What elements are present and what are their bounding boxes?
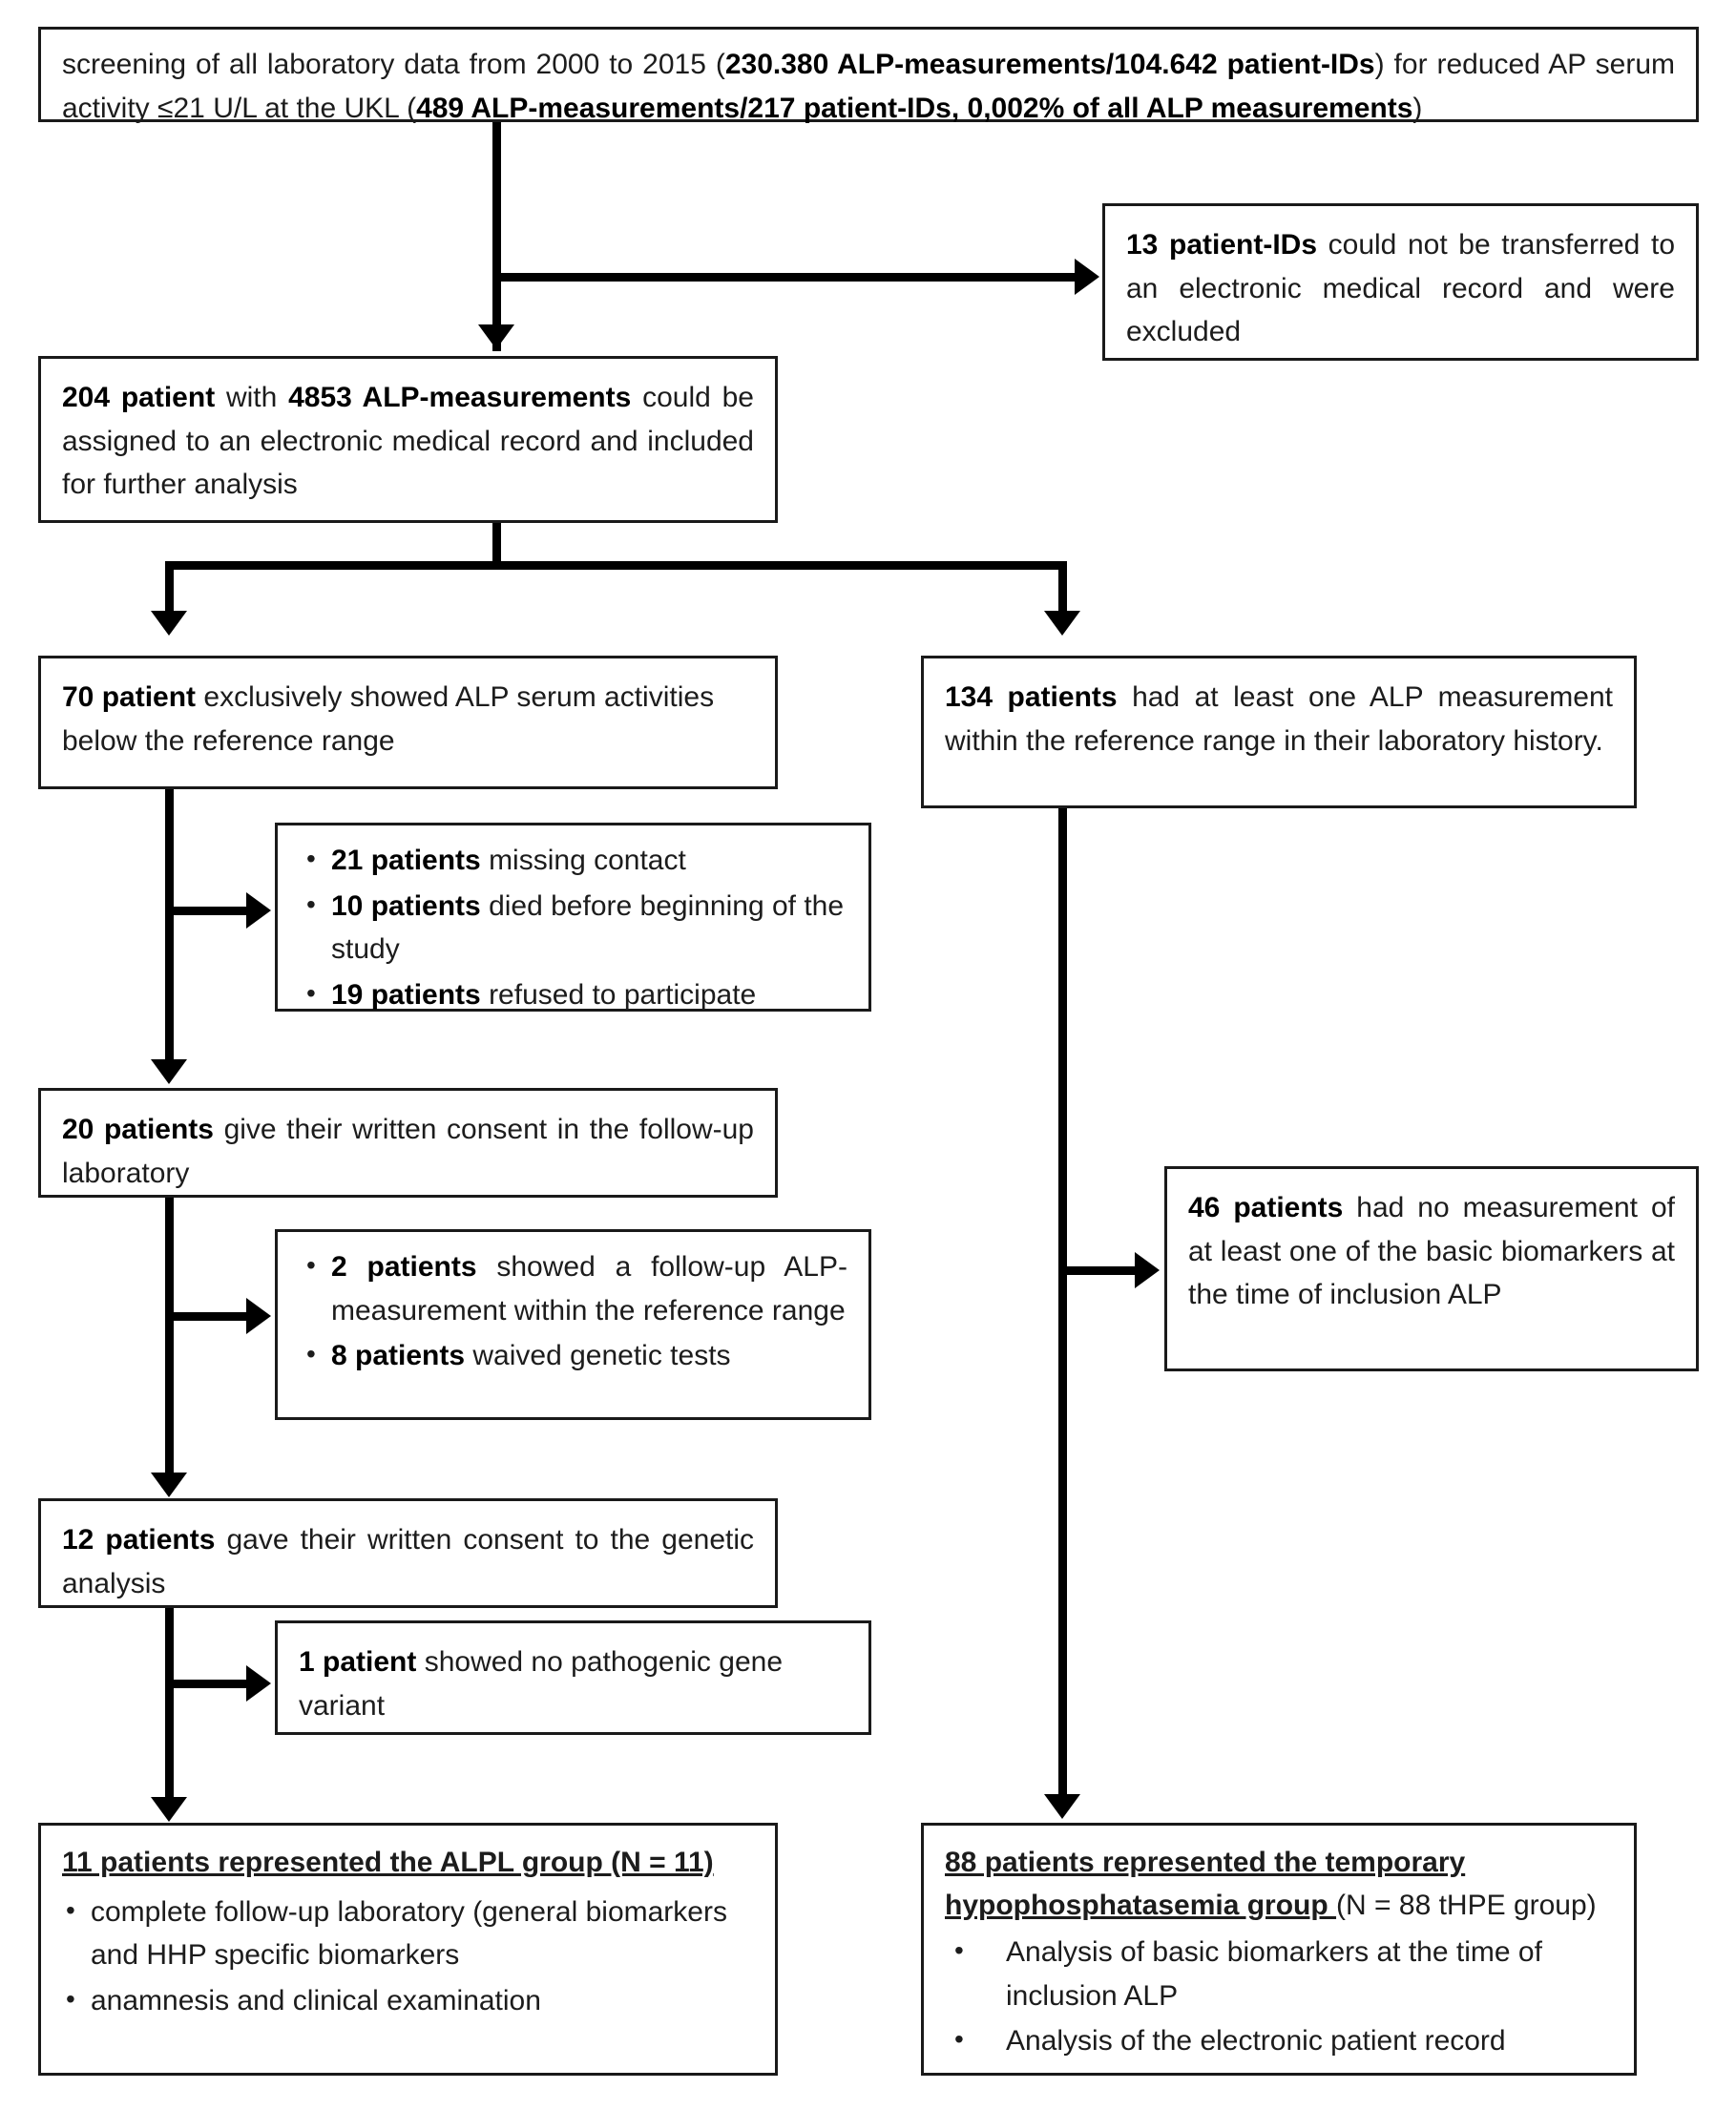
consent-followup-text: 20 patients give their written consent i… xyxy=(62,1114,754,1189)
excluded-ids-text: 13 patient-IDs could not be transferred … xyxy=(1126,229,1675,348)
arrow-to-below-range xyxy=(151,611,187,636)
node-excluded-patient-ids: 13 patient-IDs could not be transferred … xyxy=(1102,203,1699,361)
list-item: 2 patients showed a follow-up ALP-measur… xyxy=(299,1244,847,1332)
list-item: Analysis of the electronic patient recor… xyxy=(945,2018,1613,2063)
below-range-text: 70 patient exclusively showed ALP serum … xyxy=(62,681,715,757)
connector-split-left xyxy=(165,561,174,618)
exclusions-2-list: 2 patients showed a follow-up ALP-measur… xyxy=(299,1244,847,1378)
list-item: 8 patients waived genetic tests xyxy=(299,1333,847,1378)
node-no-basic-biomarkers: 46 patients had no measurement of at lea… xyxy=(1164,1166,1699,1371)
screening-text: screening of all laboratory data from 20… xyxy=(62,49,1675,124)
arrow-to-no-variant xyxy=(246,1665,271,1702)
list-item: Analysis of basic biomarkers at the time… xyxy=(945,1930,1613,2017)
node-consent-followup-lab: 20 patients give their written consent i… xyxy=(38,1088,778,1198)
node-assigned-records: 204 patient with 4853 ALP-measurements c… xyxy=(38,356,778,523)
arrow-to-exclusions-1 xyxy=(246,892,271,929)
alpl-group-list: complete follow-up laboratory (general b… xyxy=(62,1890,754,2023)
list-item: 21 patients missing contact xyxy=(299,838,847,883)
node-below-reference-range: 70 patient exclusively showed ALP serum … xyxy=(38,656,778,789)
arrow-to-consent-genetic xyxy=(151,1473,187,1497)
node-no-pathogenic-variant: 1 patient showed no pathogenic gene vari… xyxy=(275,1620,871,1735)
exclusions-1-list: 21 patients missing contact 10 patients … xyxy=(299,838,847,1017)
list-item: anamnesis and clinical examination xyxy=(62,1978,754,2023)
connector-to-no-basic-biomarkers xyxy=(1058,1266,1140,1275)
no-variant-text: 1 patient showed no pathogenic gene vari… xyxy=(299,1646,784,1722)
connector-left-spine-b xyxy=(165,1198,174,1479)
connector-left-spine-c xyxy=(165,1608,174,1804)
arrow-to-within-range xyxy=(1044,611,1080,636)
connector-to-no-variant xyxy=(165,1680,251,1688)
node-alpl-group: 11 patients represented the ALPL group (… xyxy=(38,1823,778,2076)
node-within-reference-range: 134 patients had at least one ALP measur… xyxy=(921,656,1637,808)
node-screening: screening of all laboratory data from 20… xyxy=(38,27,1699,124)
connector-right-spine xyxy=(1058,808,1067,1801)
arrow-to-assigned xyxy=(478,324,514,349)
list-item: 10 patients died before beginning of the… xyxy=(299,884,847,971)
connector-split-horizontal xyxy=(165,561,1067,570)
arrow-to-consent-followup xyxy=(151,1059,187,1084)
within-range-text: 134 patients had at least one ALP measur… xyxy=(945,681,1613,757)
assigned-text: 204 patient with 4853 ALP-measurements c… xyxy=(62,382,754,501)
alpl-group-heading: 11 patients represented the ALPL group (… xyxy=(62,1847,714,1878)
arrow-to-alpl-group xyxy=(151,1797,187,1822)
arrow-to-thpe-group xyxy=(1044,1794,1080,1819)
connector-to-exclusions-2 xyxy=(165,1312,251,1321)
connector-screening-vertical xyxy=(492,122,501,351)
connector-screening-branch-horizontal xyxy=(492,273,1078,282)
list-item: complete follow-up laboratory (general b… xyxy=(62,1890,754,1977)
arrow-to-no-basic-biomarkers xyxy=(1135,1252,1160,1288)
node-exclusions-followup-and-genetic-waiver: 2 patients showed a follow-up ALP-measur… xyxy=(275,1229,871,1420)
connector-split-right xyxy=(1058,561,1067,618)
thpe-group-list: Analysis of basic biomarkers at the time… xyxy=(945,1930,1613,2063)
arrow-to-exclusions-2 xyxy=(246,1298,271,1334)
connector-assigned-down xyxy=(492,523,501,567)
list-item: 19 patients refused to participate xyxy=(299,972,847,1017)
no-basic-biomarkers-text: 46 patients had no measurement of at lea… xyxy=(1188,1192,1675,1311)
connector-left-spine-a xyxy=(165,789,174,1066)
node-exclusions-contact-death-refusal: 21 patients missing contact 10 patients … xyxy=(275,823,871,1013)
connector-to-exclusions-1 xyxy=(165,907,251,915)
node-consent-genetic-analysis: 12 patients gave their written consent t… xyxy=(38,1498,778,1608)
consent-genetic-text: 12 patients gave their written consent t… xyxy=(62,1524,754,1599)
arrow-to-excluded-ids xyxy=(1075,259,1099,295)
